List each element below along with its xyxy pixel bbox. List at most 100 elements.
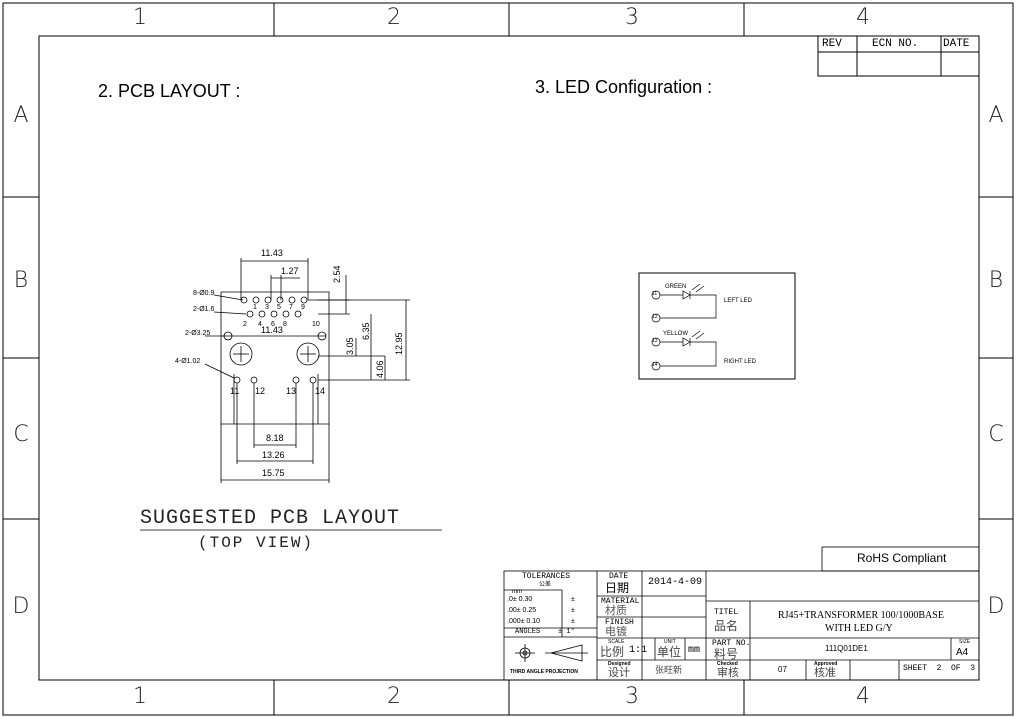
size-label: SIZE (959, 639, 971, 645)
pcb-caption-subtitle: (TOP VIEW) (198, 534, 315, 552)
dim-15-75: 15.75 (262, 468, 285, 478)
right-led-label: RIGHT LED (724, 359, 756, 365)
part-no-cn: 料号 (714, 647, 739, 661)
angles-value: ± 1° (558, 628, 575, 636)
tol-pm-3: ± (571, 618, 575, 625)
pin-label-2: 2 (243, 321, 247, 328)
pin-label-14: 14 (315, 386, 326, 396)
led-yellow-label: YELLOW (663, 331, 689, 337)
led-pin-13: 13 (652, 338, 658, 344)
pin-label-6: 6 (271, 321, 275, 328)
pin-label-10: 10 (312, 321, 320, 328)
unit-cn: 单位 (657, 645, 682, 659)
finish-cn: 电镀 (605, 626, 627, 638)
zone-row-a-right: A (988, 103, 1004, 128)
pin-label-8: 8 (283, 321, 287, 328)
pin-label-3: 3 (265, 304, 269, 311)
unit-label: UNIT (664, 639, 676, 645)
pin-label-13: 13 (286, 386, 297, 396)
pin-label-7: 7 (289, 304, 293, 311)
pin-label-9: 9 (301, 304, 305, 311)
zone-col-3-bottom: 3 (625, 684, 639, 709)
tol-row-2: .00± 0.25 (507, 607, 537, 614)
tol-pm-1: ± (571, 596, 575, 603)
rohs-label: RoHS Compliant (857, 551, 947, 565)
callout-2-holes-1-6: 2-Ø1.6 (193, 306, 215, 313)
zone-col-3-top: 3 (625, 5, 639, 30)
zone-row-c-left: C (13, 422, 29, 447)
finish-label: FINISH (605, 618, 634, 627)
part-no-value: 111Q01DE1 (825, 644, 868, 653)
designed-cn: 设计 (608, 667, 630, 679)
tolerances-label: TOLERANCES (522, 572, 571, 581)
ecn-header: ECN NO. (872, 38, 919, 50)
title-label: TITEL (714, 608, 739, 617)
part-no-label: PART NO. (712, 639, 751, 648)
callout-2-holes-3-25: 2-Ø3.25 (185, 330, 211, 337)
tol-unit-mm: mm (512, 589, 522, 595)
pcb-layout-heading: 2. PCB LAYOUT : (98, 81, 241, 101)
scale-label: SCALE (608, 639, 625, 645)
pin-label-4: 4 (258, 321, 262, 328)
led-pin-12: 12 (652, 314, 658, 320)
pin-label-5: 5 (277, 304, 281, 311)
designed-label: Designed (608, 661, 631, 667)
zone-row-b-left: B (13, 268, 29, 293)
zone-row-d-left: D (12, 594, 30, 619)
scale-cn: 比例 (600, 645, 625, 659)
tol-pm-2: ± (571, 607, 575, 614)
pin-label-1: 1 (253, 304, 257, 311)
led-pin-14: 14 (652, 362, 658, 368)
dim-1-27: 1.27 (281, 266, 299, 276)
zone-col-2-bottom: 2 (387, 684, 401, 709)
approved-label: Approved (814, 661, 838, 667)
callout-8-holes-0-9: 8-Ø0.9 (193, 290, 215, 297)
tolerances-cn: 公差 (539, 582, 552, 588)
tol-row-1: .0± 0.30 (507, 596, 533, 603)
title-value-line-2: WITH LED G/Y (825, 623, 893, 634)
dim-11-43-top: 11.43 (261, 248, 283, 258)
zone-row-b-right: B (988, 268, 1004, 293)
size-value: A4 (956, 647, 969, 658)
title-value-line-1: RJ45+TRANSFORMER 100/1000BASE (778, 610, 944, 621)
checked-value: 07 (778, 665, 787, 674)
dim-8-18: 8.18 (266, 433, 284, 443)
led-green-label: GREEN (665, 284, 687, 290)
pcb-caption-title: SUGGESTED PCB LAYOUT (140, 507, 401, 530)
sheet-number: SHEET 2 OF 3 (903, 664, 976, 673)
date-header: DATE (943, 38, 970, 50)
date-value: 2014-4-09 (648, 577, 703, 588)
left-led-label: LEFT LED (724, 298, 752, 304)
zone-col-1-bottom: 1 (133, 684, 147, 709)
title-cn: 品名 (714, 619, 739, 633)
material-cn: 材质 (605, 605, 627, 617)
zone-col-1-top: 1 (133, 5, 147, 30)
date-cn: 日期 (605, 581, 630, 595)
unit-value: mm (688, 645, 701, 656)
zone-row-c-right: C (988, 422, 1004, 447)
third-angle-projection: THIRD ANGLE PROJECTION (510, 669, 578, 675)
zone-row-d-right: D (987, 594, 1005, 619)
led-config-heading: 3. LED Configuration : (535, 77, 713, 97)
zone-row-a-left: A (13, 103, 29, 128)
material-label: MATERIAL (601, 597, 640, 606)
rev-header: REV (822, 38, 842, 50)
pin-label-12: 12 (255, 386, 266, 396)
tol-row-3: .000± 0.10 (507, 618, 541, 625)
date-label: DATE (609, 572, 629, 581)
led-pin-11: 11 (652, 291, 658, 297)
zone-col-4-bottom: 4 (856, 684, 870, 709)
checked-label: Checked (717, 661, 738, 667)
dim-13-26: 13.26 (262, 450, 285, 460)
designer-name: 张旺新 (655, 665, 683, 675)
angles-label: ANGLES (515, 628, 541, 636)
scale-value: 1:1 (629, 645, 648, 656)
dim-11-43-mid: 11.43 (261, 325, 283, 335)
checked-cn: 审核 (717, 667, 739, 679)
zone-col-4-top: 4 (856, 5, 870, 30)
pin-label-11: 11 (230, 386, 240, 396)
callout-4-holes-1-02: 4-Ø1.02 (175, 358, 201, 365)
